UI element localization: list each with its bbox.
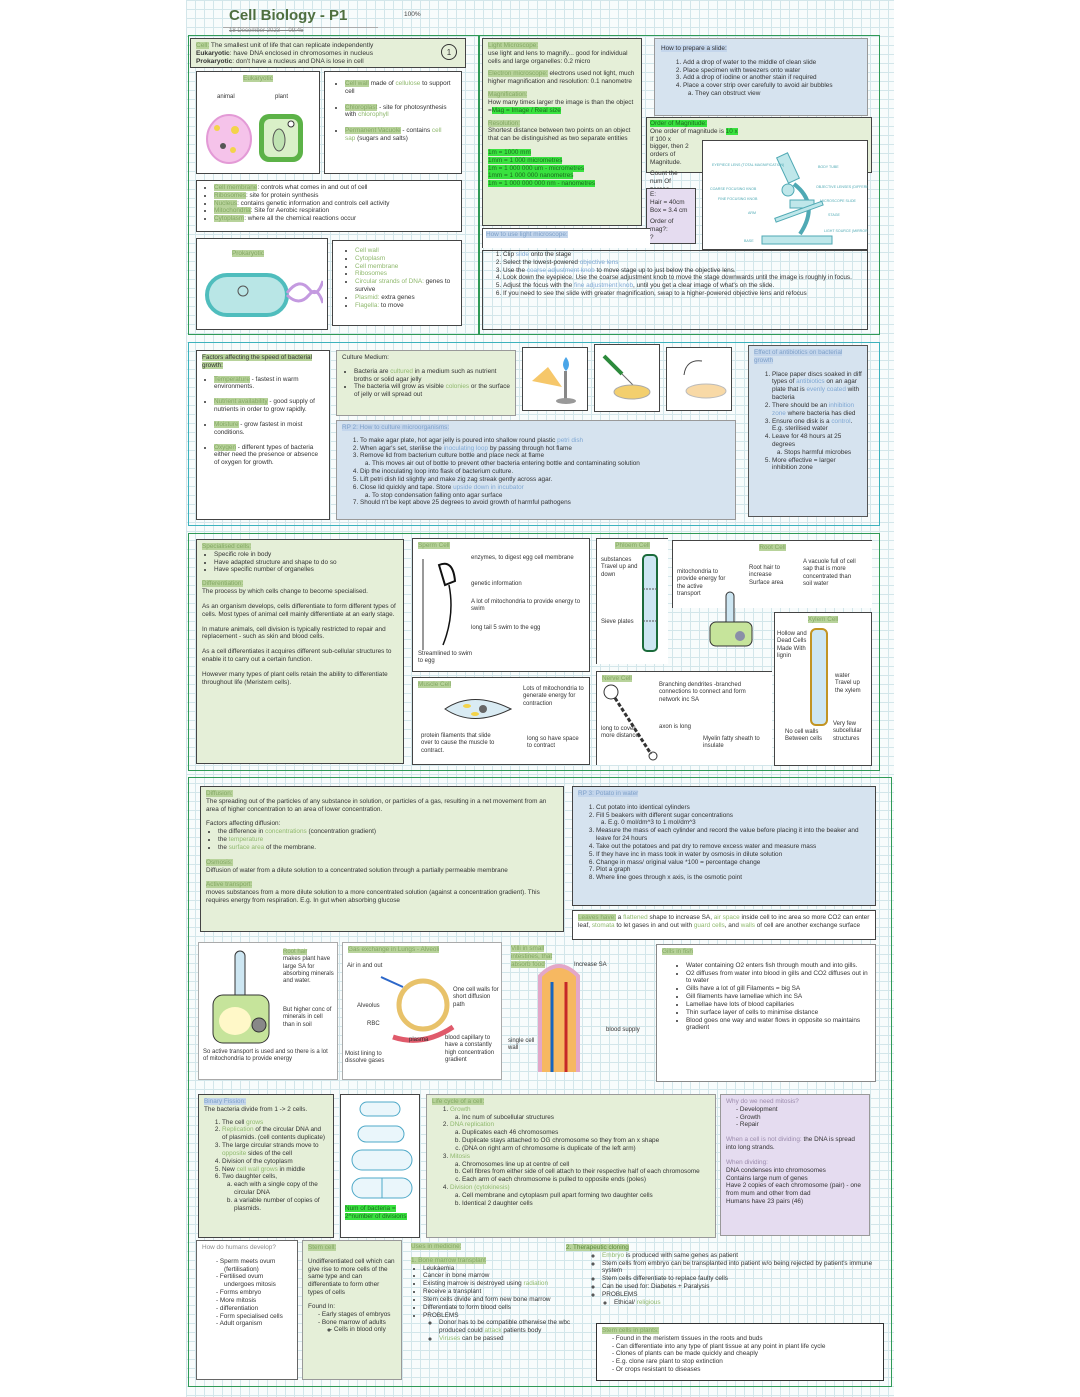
- section-bacteria: [188, 342, 880, 526]
- alveolus-icon: [380, 976, 455, 1043]
- section-transport: [188, 777, 892, 1387]
- microscope-definitions: Light Microscope: use light and lens to …: [482, 38, 642, 226]
- svg-text:BASE: BASE: [744, 239, 754, 243]
- xylem-cell-box: Xylem Cell Hollow and Dead Cells Made Wi…: [774, 612, 872, 766]
- eukaryotic-diagram: Eukaryotic animal plant: [196, 71, 320, 174]
- bacteria-cell-icon: [205, 273, 323, 317]
- page-number-badge: 1: [441, 44, 457, 60]
- gills-box: Gills in fish Water containing O2 enters…: [656, 944, 876, 1082]
- dividing-bacteria-icon: [351, 1101, 413, 1199]
- binary-fission-diagram: Num of bacteria = 2^number of divisions: [340, 1094, 420, 1238]
- root-hair-icon: [212, 950, 270, 1044]
- light-microscope-icon: EYEPIECE LENS (TOTAL MAGNIFICATION) BODY…: [710, 152, 906, 245]
- muscle-cell-icon: [444, 699, 513, 719]
- therapeutic-cloning: 2. Therapeutic cloning Embryo is produce…: [566, 1244, 876, 1307]
- microscope-diagram: EYEPIECE LENS (TOTAL MAGNIFICATION) BODY…: [702, 140, 906, 250]
- notebook-page: Cell Biology - P1 100% 18 December 2023 …: [186, 0, 906, 1397]
- phloem-cell-box: Phloem Cell substances Travel up and dow…: [596, 538, 668, 664]
- section-specialised-cells: [188, 533, 880, 771]
- specialised-cells-box: Specialised cells: Specific role in body…: [196, 539, 404, 764]
- root-cell-box: Root Cell mitochondria to provide energy…: [672, 540, 872, 608]
- prokaryotic-diagram: Prokaryotic: [196, 238, 328, 330]
- bunsen-burner-icon: [532, 357, 576, 404]
- villi-box: Villi in small intestines, that absorb f…: [506, 942, 652, 1082]
- svg-text:FINE FOCUSING KNOB: FINE FOCUSING KNOB: [718, 197, 758, 201]
- svg-text:COARSE FOCUSING KNOB: COARSE FOCUSING KNOB: [710, 187, 757, 191]
- svg-text:STAGE: STAGE: [828, 213, 841, 217]
- section-microscopy-frame: [478, 35, 880, 335]
- magnitude-example: E: Hair = 40cm Box = 3.4 cm Order of mag…: [646, 188, 696, 244]
- leaves-box: Leaves have: a flattened shape to increa…: [572, 910, 876, 940]
- stem-cell-box: Stem cell: Undifferentiated cell which c…: [302, 1240, 402, 1380]
- organelles-list: Cell membrane: controls what comes in an…: [196, 180, 462, 232]
- svg-text:ARM: ARM: [748, 211, 756, 215]
- root-hair-cell-icon: [709, 591, 753, 647]
- mitosis-need-box: Why do we need mitosis? Development Grow…: [720, 1094, 870, 1236]
- culture-medium-box: Culture Medium: Bacteria are cultured in…: [336, 350, 516, 416]
- antibiotics-box: Effect of antibiotics on bacterial growt…: [748, 345, 868, 517]
- xylem-tube-icon: [810, 628, 828, 726]
- page-title: Cell Biology - P1: [229, 7, 348, 24]
- inoculating-loop-image: [594, 344, 660, 412]
- section-cells-microscopy: [188, 35, 480, 335]
- zoom-level[interactable]: 100%: [404, 11, 421, 18]
- prepare-slide-box: How to prepare a slide: Add a drop of wa…: [654, 38, 868, 116]
- petri-dish-icon: [683, 360, 727, 399]
- phloem-tube-icon: [642, 554, 658, 652]
- prokaryotic-features: Cell wall Cytoplasm Cell membrane Riboso…: [332, 240, 462, 326]
- svg-text:LIGHT SOURCE (MIRROR): LIGHT SOURCE (MIRROR): [824, 229, 868, 233]
- sperm-cell-icon: [422, 559, 457, 650]
- svg-text:BODY TUBE: BODY TUBE: [818, 165, 839, 169]
- plant-stem-cells-box: Stem cells in plants: Found in the meris…: [596, 1323, 884, 1381]
- muscle-cell-box: Muscle Cell Lots of mitochondria to gene…: [412, 677, 590, 765]
- use-microscope-steps: Clip slide onto the stage Select the low…: [482, 250, 868, 330]
- svg-text:OBJECTIVE LENSES (DIFFERENT MA: OBJECTIVE LENSES (DIFFERENT MAGNIFICATIO…: [816, 185, 868, 189]
- medicine-box: Uses in medicine: 1. Bone marrow transpl…: [406, 1240, 884, 1380]
- nerve-cell-box: Nerve Cell Branching dendrites -branched…: [596, 671, 772, 765]
- bacterial-growth-factors: Factors affecting the speed of bacterial…: [196, 350, 330, 520]
- villus-icon: [538, 964, 580, 1072]
- inoculating-loop-icon: [602, 354, 651, 400]
- binary-fission-box: Binary Fission: The bacteria divide from…: [198, 1094, 334, 1238]
- rp2-culture-box: RP 2: How to culture microorganisms: To …: [336, 420, 736, 520]
- petri-dish-image: [666, 347, 732, 411]
- svg-text:EYEPIECE LENS (TOTAL MAGNIFICA: EYEPIECE LENS (TOTAL MAGNIFICATION): [712, 163, 784, 167]
- cell-definitions: Cell: The smallest unit of life that can…: [190, 38, 466, 68]
- animal-plant-cell-icon: [206, 114, 303, 164]
- rp3-potato-box: RP 3: Potato in water Cut potato into id…: [572, 786, 876, 906]
- human-development-box: How do humans develop? Sperm meets ovum …: [196, 1240, 298, 1380]
- cell-cycle-box: Life cycle of a cell: GrowthInc num of s…: [426, 1094, 716, 1238]
- flask-burner-image: [522, 347, 588, 411]
- plant-cell-features: Cell wall made of cellulose to support c…: [324, 71, 462, 174]
- svg-text:MICROSCOPE SLIDE: MICROSCOPE SLIDE: [820, 199, 857, 203]
- unit-conversions: 1m = 1000 mm 1mm = 1 000 micrometres 1m …: [488, 148, 596, 188]
- page-date: 18 December 2023 09:45: [229, 28, 304, 34]
- title-underline: [223, 27, 378, 28]
- sperm-cell-box: Sperm Cell enzymes, to digest egg cell m…: [412, 538, 590, 672]
- alveoli-box: Gas exchange in Lungs - Alveoli Air in a…: [342, 942, 502, 1080]
- diffusion-box: Diffusion: The spreading out of the part…: [200, 786, 564, 932]
- use-microscope-box: How to use light microscope:: [482, 228, 650, 248]
- nerve-cell-icon: [603, 684, 658, 761]
